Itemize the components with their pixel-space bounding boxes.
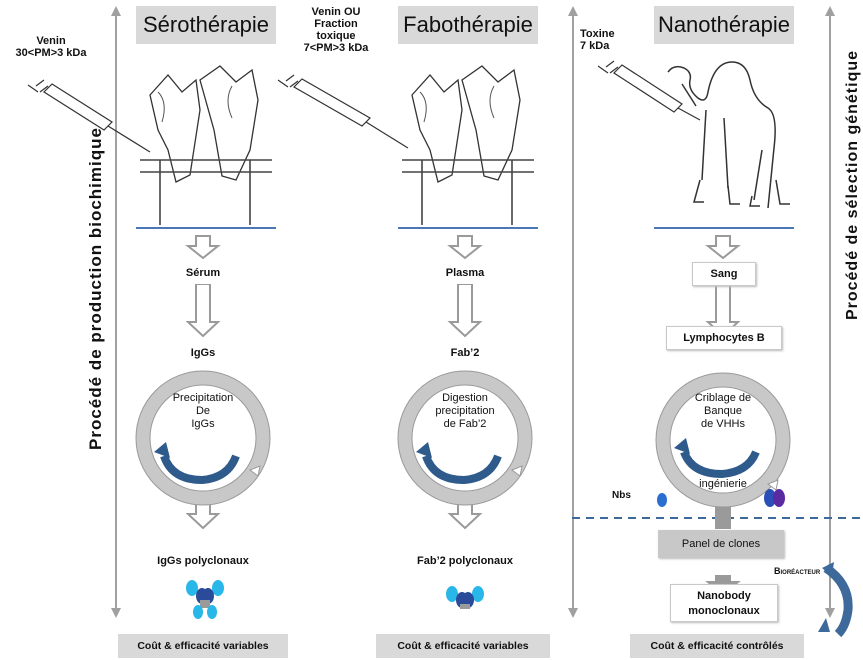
title-serotherapie: Sérothérapie	[136, 6, 276, 44]
nanobody-blob	[657, 493, 667, 507]
cycle-2	[397, 370, 533, 506]
cycle-3	[655, 372, 791, 508]
title-nanotherapie: Nanothérapie	[654, 6, 794, 44]
left-axis-label: Procédé de production biochimique	[86, 127, 105, 450]
camel-image	[654, 48, 794, 229]
syringe-3	[597, 60, 701, 121]
horse-image-2	[398, 58, 538, 229]
product-igg-polyclonaux: IgGs polyclonaux	[130, 550, 276, 572]
horse-image-1	[136, 58, 276, 229]
syringe-1	[27, 79, 151, 153]
step-fab2: Fab’2	[432, 342, 498, 364]
panel-de-clones: Panel de clones	[658, 530, 784, 558]
middle-axis	[568, 6, 578, 618]
cycle-bottom-label: ingénierie	[699, 478, 747, 490]
footer-nanotherapie: Coût & efficacité contrôlés	[630, 634, 804, 658]
antibody-icon-2	[446, 586, 484, 609]
title-fabotherapie: Fabothérapie	[398, 6, 538, 44]
nbs-label: Nbs	[612, 490, 631, 501]
right-axis	[825, 6, 835, 618]
footer-serotherapie: Coût & efficacité variables	[118, 634, 288, 658]
footer-fabotherapie: Coût & efficacité variables	[376, 634, 550, 658]
step-lymphocytes: Lymphocytes B	[666, 326, 782, 350]
product-fab2-polyclonaux: Fab’2 polyclonaux	[390, 550, 540, 572]
process-arrows-2	[447, 235, 483, 530]
syringe-2	[277, 74, 409, 149]
step-plasma: Plasma	[432, 262, 498, 284]
left-axis	[111, 6, 121, 618]
nanobody-pair	[764, 489, 785, 507]
step-serum: Sérum	[170, 262, 236, 284]
right-axis-label: Procédé de sélection génétique	[844, 49, 861, 321]
step-sang: Sang	[692, 262, 756, 286]
bioreactor-label: Bioréacteur	[774, 566, 821, 576]
antibody-icon-1	[186, 580, 224, 619]
cycle-1	[135, 370, 271, 506]
step-igg: IgGs	[170, 342, 236, 364]
bioreactor-arrow	[823, 564, 853, 638]
